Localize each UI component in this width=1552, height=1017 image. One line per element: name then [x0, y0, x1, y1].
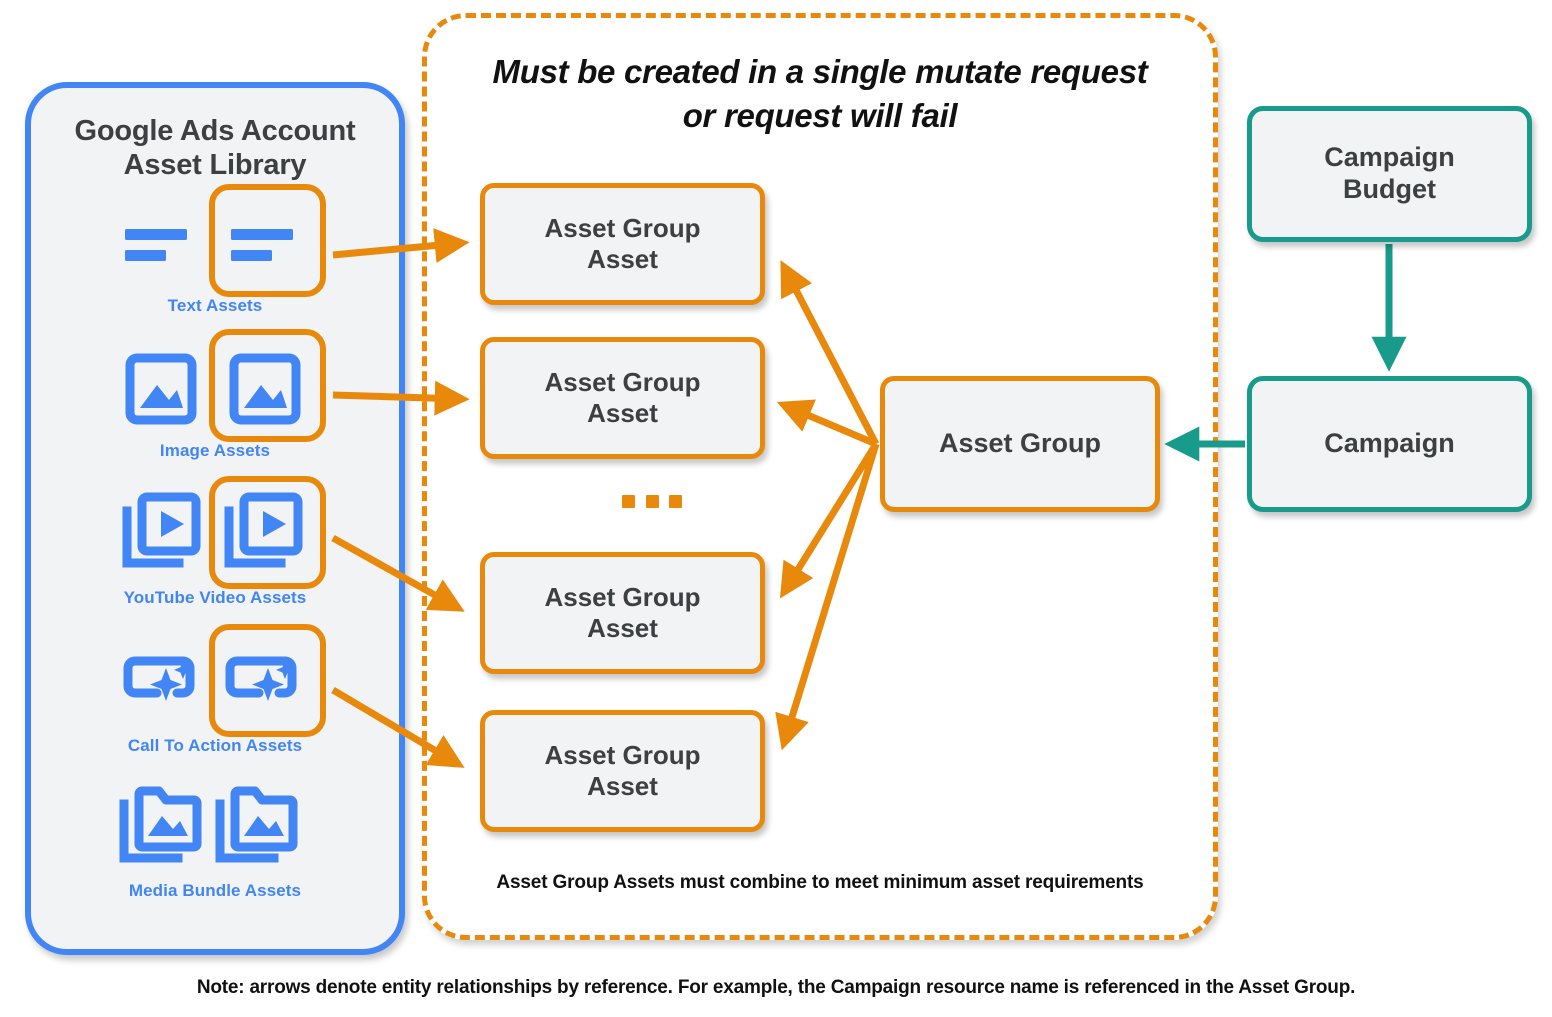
- video-stack-icon-selected[interactable]: [213, 485, 309, 581]
- media-bundle-icon: [117, 778, 213, 874]
- mutate-request-note: Must be created in a single mutate reque…: [452, 50, 1188, 138]
- campaign-budget-box[interactable]: Campaign Budget: [1247, 106, 1532, 242]
- media-bundle-icon-glyph: [215, 786, 298, 863]
- asset-group-box[interactable]: Asset Group: [880, 376, 1160, 512]
- asset-label-cta: Call To Action Assets: [127, 736, 303, 755]
- asset-group-asset-label-line1: Asset Group: [544, 367, 701, 398]
- image-assets-highlight-box: [209, 329, 326, 442]
- text-lines-icon-selected[interactable]: [213, 193, 309, 289]
- minimum-asset-requirements-note: Asset Group Assets must combine to meet …: [496, 872, 1144, 893]
- text-lines-icon: [117, 193, 213, 289]
- text-lines-icon-glyph: [125, 229, 187, 261]
- asset-group-asset-label-line1: Asset Group: [544, 213, 701, 244]
- call-to-action-icon-glyph: [123, 656, 195, 701]
- image-icon-glyph: [125, 353, 197, 425]
- campaign-budget-label-line2: Budget: [1343, 174, 1436, 204]
- video-stack-icon-glyph: [224, 492, 303, 568]
- asset-library-title-line1: Google Ads Account: [74, 115, 356, 147]
- video-stack-icon: [117, 485, 213, 581]
- campaign-box[interactable]: Campaign: [1247, 376, 1532, 512]
- image-icon: [117, 338, 213, 434]
- mutate-request-note-line1: Must be created in a single mutate reque…: [492, 53, 1148, 90]
- asset-group-asset-label-line1: Asset Group: [544, 740, 701, 771]
- cta-assets-highlight-box: [209, 624, 326, 737]
- call-to-action-icon: [117, 633, 213, 729]
- asset-row-media-bundle: Media Bundle Assets: [31, 778, 399, 900]
- call-to-action-icon-selected[interactable]: [213, 633, 309, 729]
- asset-group-asset-label-line2: Asset: [587, 398, 658, 428]
- ellipsis-dot: [622, 494, 635, 508]
- video-assets-highlight-box: [209, 476, 326, 589]
- asset-row-text: Text Assets: [31, 184, 399, 315]
- campaign-budget-label-line1: Campaign: [1324, 142, 1455, 173]
- mutate-request-note-line2: or request will fail: [682, 96, 958, 134]
- image-icon-glyph: [229, 353, 301, 425]
- media-bundle-icon-glyph: [119, 786, 202, 863]
- call-to-action-icon-glyph: [225, 656, 297, 701]
- text-assets-highlight-box: [209, 184, 326, 297]
- image-icon-selected[interactable]: [213, 338, 309, 434]
- campaign-label: Campaign: [1324, 428, 1455, 459]
- asset-group-asset-label-line2: Asset: [587, 771, 658, 801]
- asset-group-asset-box-4[interactable]: Asset Group Asset: [480, 710, 765, 832]
- google-ads-asset-library-panel: Google Ads Account Asset Library: [25, 82, 405, 955]
- asset-group-asset-label-line2: Asset: [587, 244, 658, 274]
- asset-group-label: Asset Group: [938, 428, 1102, 459]
- ellipsis-indicator: [622, 494, 682, 508]
- media-bundle-icon-duplicate: [213, 778, 309, 874]
- asset-row-image: Image Assets: [31, 329, 399, 460]
- asset-group-asset-label-line1: Asset Group: [544, 582, 701, 613]
- asset-group-asset-label-line2: Asset: [587, 613, 658, 643]
- video-stack-icon-glyph: [122, 492, 201, 568]
- asset-library-title-line2: Asset Library: [123, 149, 307, 182]
- asset-group-asset-box-2[interactable]: Asset Group Asset: [480, 337, 765, 459]
- text-lines-icon-glyph: [231, 229, 293, 261]
- asset-group-asset-box-1[interactable]: Asset Group Asset: [480, 183, 765, 305]
- asset-group-asset-box-3[interactable]: Asset Group Asset: [480, 552, 765, 674]
- ellipsis-dot: [645, 494, 659, 508]
- asset-library-title: Google Ads Account Asset Library: [31, 114, 399, 182]
- asset-label-text: Text Assets: [167, 296, 263, 315]
- footer-note: Note: arrows denote entity relationships…: [196, 977, 1356, 998]
- asset-row-cta: Call To Action Assets: [31, 624, 399, 755]
- asset-label-video: YouTube Video Assets: [123, 588, 307, 607]
- ellipsis-dot: [669, 494, 682, 508]
- asset-label-image: Image Assets: [159, 441, 271, 460]
- asset-label-media-bundle: Media Bundle Assets: [128, 881, 302, 900]
- asset-row-video: YouTube Video Assets: [31, 476, 399, 607]
